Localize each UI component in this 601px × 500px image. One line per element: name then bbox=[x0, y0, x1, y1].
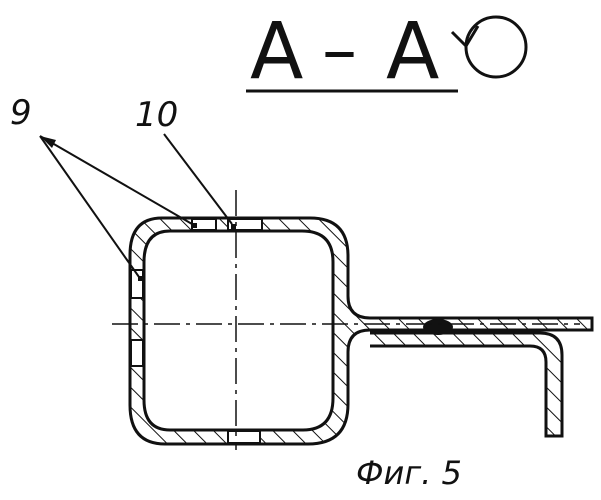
weld-spot bbox=[423, 319, 453, 335]
label-10: 10 bbox=[135, 95, 178, 135]
bottom-gap bbox=[228, 431, 260, 443]
mark-point-top bbox=[192, 223, 197, 228]
label-9: 9 bbox=[10, 93, 32, 133]
figure-caption: Фиг. 5 bbox=[356, 454, 462, 492]
left-gap-lower bbox=[131, 340, 143, 366]
